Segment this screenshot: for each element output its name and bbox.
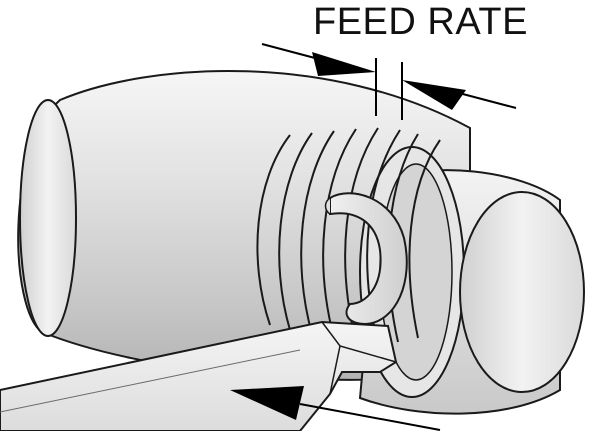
workpiece-end-face: [459, 191, 585, 393]
feed-rate-arrow-right: [402, 80, 466, 110]
tool-feed-arrow: [230, 386, 441, 431]
feed-rate-arrow-left: [312, 52, 376, 76]
metal-chip: [324, 192, 408, 326]
feed-rate-label: FEED RATE: [313, 1, 528, 43]
